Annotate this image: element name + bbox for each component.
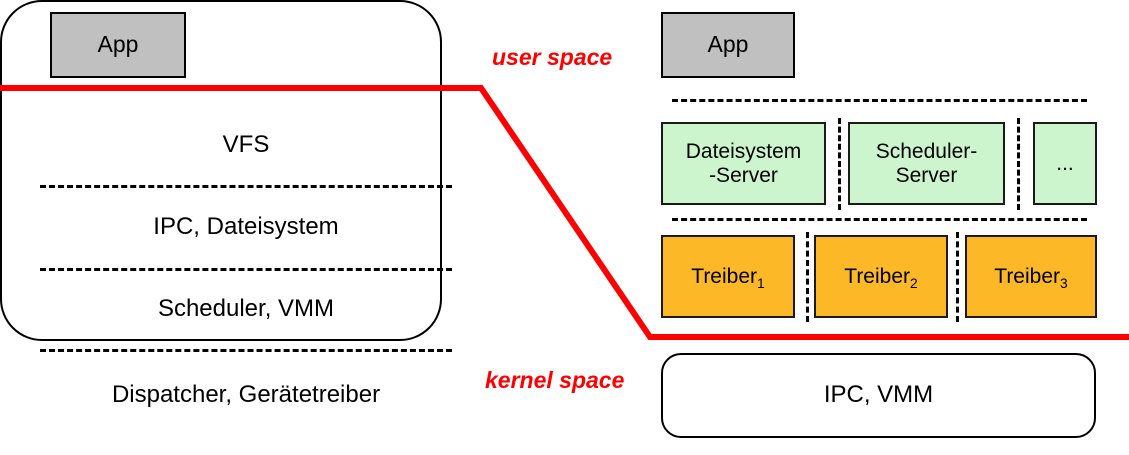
server-row-top-dashed-line (672, 99, 1087, 102)
kernel-layer-vfs: VFS (27, 104, 465, 185)
server-box-dateisystem-line2: -Server (709, 163, 778, 187)
left-app-label: App (97, 31, 139, 58)
server-separator-1 (838, 118, 841, 210)
driver-box-1-index: 1 (757, 274, 765, 291)
microkernel-label: IPC, VMM (823, 381, 934, 409)
right-app-label: App (707, 31, 749, 58)
server-separator-2 (1017, 118, 1020, 210)
driver-box-2-label: Treiber2 (844, 264, 918, 291)
server-box-scheduler: Scheduler- Server (848, 122, 1005, 205)
driver-separator-2 (956, 232, 959, 322)
driver-box-3-label: Treiber3 (994, 264, 1068, 291)
right-app-box: App (661, 12, 795, 78)
driver-box-2-name: Treiber (844, 264, 911, 288)
server-box-scheduler-label: Scheduler- Server (876, 140, 978, 187)
driver-box-3: Treiber3 (965, 235, 1097, 318)
kernel-layer-dispatcher-geraetetreiber: Dispatcher, Gerätetreiber (27, 349, 465, 441)
server-box-dateisystem-label: Dateisystem -Server (686, 140, 802, 187)
kernel-layer-ipc-dateisystem-label: IPC, Dateisystem (153, 212, 339, 240)
kernel-layer-scheduler-vmm: Scheduler, VMM (27, 268, 465, 349)
user-space-text: user space (492, 44, 613, 70)
driver-box-3-name: Treiber (994, 264, 1061, 288)
left-app-box: App (50, 12, 186, 78)
kernel-space-text: kernel space (485, 367, 625, 393)
kernel-layer-separator-3 (40, 349, 452, 352)
kernel-layer-dispatcher-geraetetreiber-label: Dispatcher, Gerätetreiber (111, 381, 381, 408)
server-box-scheduler-line2: Server (895, 163, 958, 187)
driver-box-2-index: 2 (910, 274, 918, 291)
driver-box-3-index: 3 (1060, 274, 1068, 291)
server-box-more-label: ... (1056, 151, 1074, 175)
server-box-dateisystem-line1: Dateisystem (685, 139, 802, 163)
server-box-scheduler-line1: Scheduler- (875, 139, 978, 163)
server-box-dateisystem: Dateisystem -Server (661, 122, 826, 205)
driver-box-1: Treiber1 (661, 235, 795, 318)
server-row-bottom-dashed-line (672, 218, 1087, 221)
microkernel-box: IPC, VMM (661, 353, 1096, 438)
kernel-layer-vfs-label: VFS (222, 130, 270, 158)
driver-box-1-name: Treiber (691, 264, 758, 288)
kernel-space-label: kernel space (485, 367, 624, 394)
kernel-layer-ipc-dateisystem: IPC, Dateisystem (27, 185, 465, 268)
user-space-label: user space (492, 44, 612, 71)
driver-box-1-label: Treiber1 (691, 264, 765, 291)
server-box-more: ... (1033, 122, 1097, 205)
kernel-layer-scheduler-vmm-label: Scheduler, VMM (157, 294, 335, 322)
driver-separator-1 (806, 232, 809, 322)
driver-box-2: Treiber2 (814, 235, 948, 318)
